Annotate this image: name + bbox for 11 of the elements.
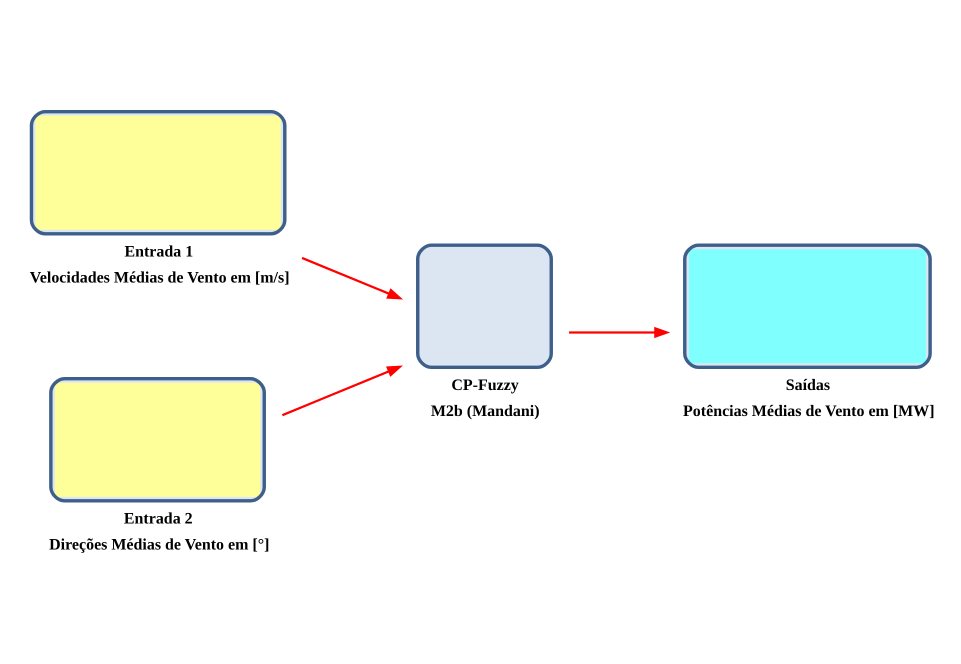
arrow — [302, 256, 404, 299]
node-label: CP-Fuzzy — [451, 376, 519, 394]
arrow — [569, 326, 670, 338]
arrow — [282, 365, 403, 416]
node-label: Entrada 1 — [124, 242, 194, 260]
node-label: Direções Médias de Vento em [°] — [49, 536, 270, 554]
node-label: Saídas — [786, 376, 830, 394]
node-label: Velocidades Médias de Vento em [m/s] — [30, 269, 290, 286]
node-label: Entrada 2 — [124, 510, 193, 527]
node-label: Potências Médias de Vento em [MW] — [683, 402, 935, 420]
node-label: M2b (Mandani) — [430, 402, 540, 420]
